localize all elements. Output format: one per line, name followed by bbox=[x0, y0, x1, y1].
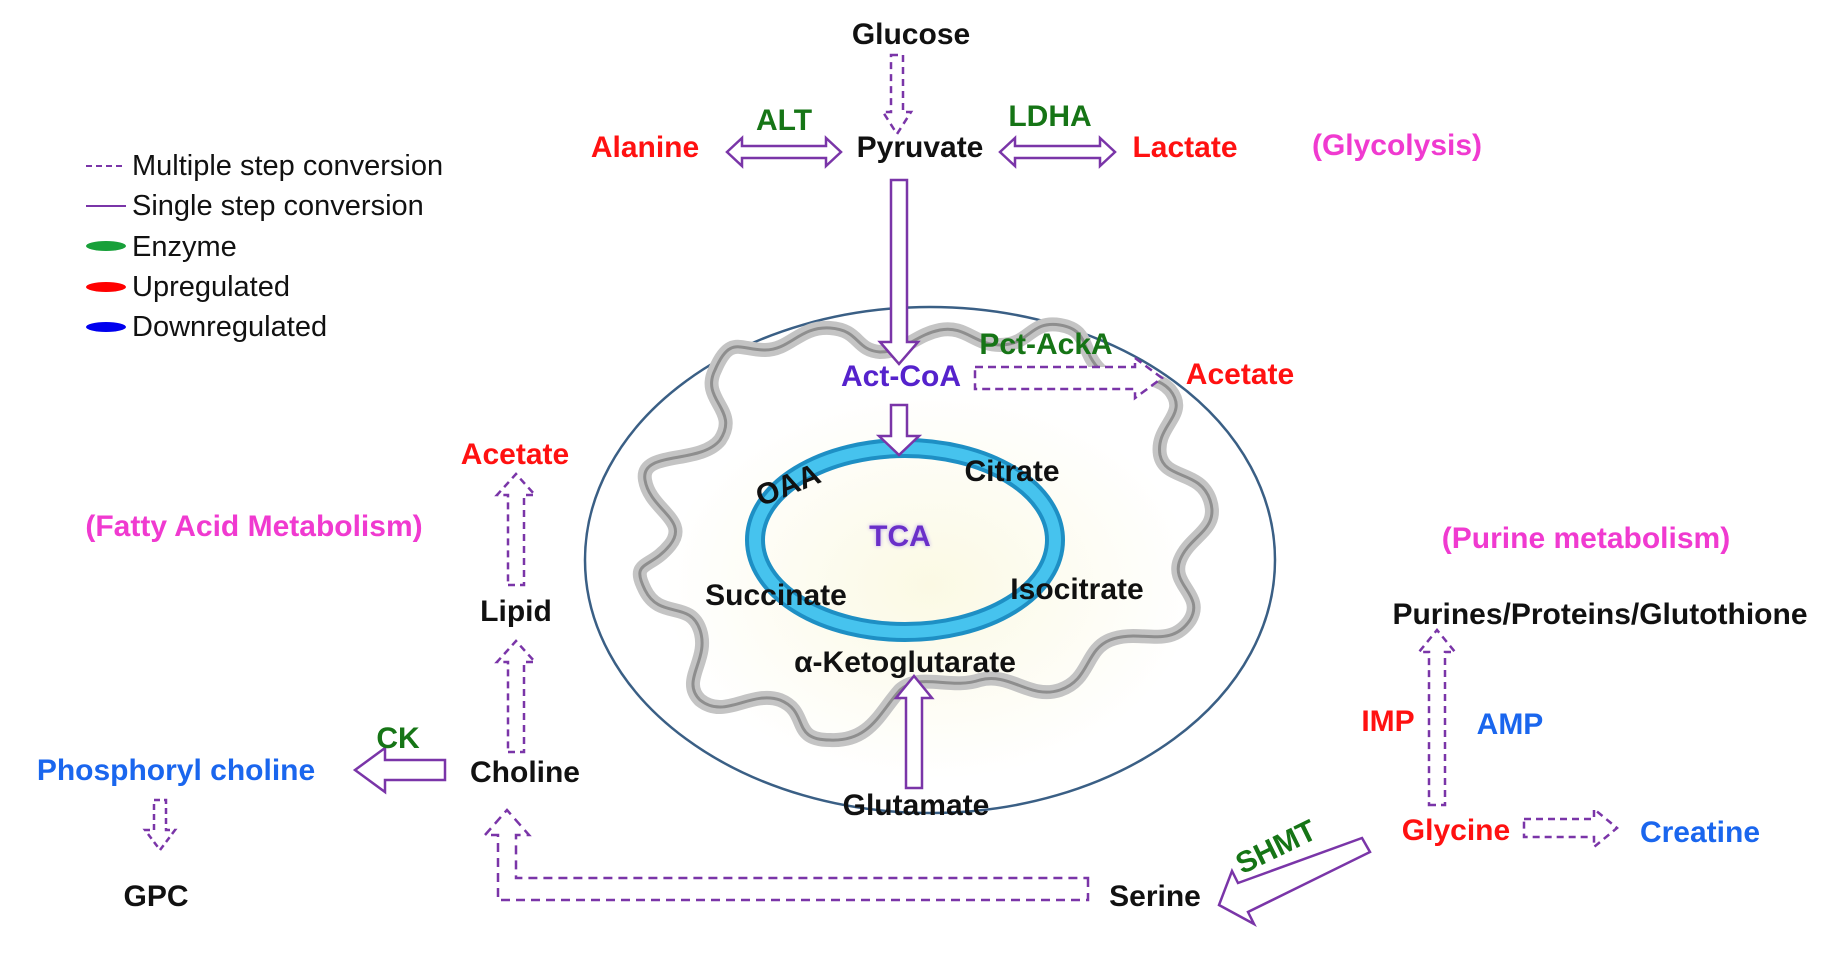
enzyme-alt: ALT bbox=[756, 104, 812, 137]
pathway-glycolysis: (Glycolysis) bbox=[1312, 129, 1482, 162]
arrow-glycine-to-serine bbox=[1217, 836, 1372, 927]
tca-succinate: Succinate bbox=[705, 579, 847, 612]
metabolite-purines: Purines/Proteins/Glutothione bbox=[1392, 598, 1807, 631]
arrow-serine-to-choline bbox=[482, 808, 1090, 902]
tca-citrate: Citrate bbox=[964, 455, 1059, 488]
metabolite-acetate-mito: Acetate bbox=[1186, 358, 1294, 391]
enzyme-pct-acka: Pct-AckA bbox=[979, 328, 1112, 361]
arrow-glucose-to-pyruvate bbox=[880, 53, 914, 137]
legend-label-downregulated: Downregulated bbox=[132, 311, 327, 343]
legend-marker-enzyme bbox=[86, 241, 126, 251]
tca-isocitrate: Isocitrate bbox=[1010, 573, 1143, 606]
metabolite-glycine: Glycine bbox=[1402, 814, 1510, 847]
arrow-glycine-to-purines bbox=[1416, 628, 1458, 807]
metabolite-amp: AMP bbox=[1477, 708, 1544, 741]
legend-label-enzyme: Enzyme bbox=[132, 231, 237, 263]
metabolite-gpc: GPC bbox=[123, 880, 188, 913]
metabolite-glutamate: Glutamate bbox=[843, 789, 990, 822]
legend-label-upregulated: Upregulated bbox=[132, 271, 290, 303]
tca-label: TCA bbox=[869, 520, 931, 553]
legend-label-single-step: Single step conversion bbox=[132, 190, 424, 222]
arrow-alanine-pyruvate bbox=[725, 135, 843, 169]
pathway-arrows bbox=[142, 53, 1619, 927]
metabolite-choline: Choline bbox=[470, 756, 580, 789]
arrow-glutamate-to-akg bbox=[893, 674, 935, 790]
metabolite-pyruvate: Pyruvate bbox=[857, 131, 984, 164]
legend-marker-upregulated bbox=[86, 282, 126, 292]
metabolite-phosphoryl-choline: Phosphoryl choline bbox=[37, 754, 315, 787]
enzyme-ldha: LDHA bbox=[1008, 100, 1091, 133]
metabolite-serine: Serine bbox=[1109, 880, 1201, 913]
legend: Multiple step conversion Single step con… bbox=[86, 150, 443, 343]
arrow-choline-to-lipid bbox=[494, 639, 538, 754]
metabolite-act-coa: Act-CoA bbox=[841, 360, 961, 393]
arrow-phosphorylcholine-to-gpc bbox=[142, 798, 178, 853]
arrow-actcoa-to-tca bbox=[875, 403, 923, 457]
metabolite-creatine: Creatine bbox=[1640, 816, 1760, 849]
pathway-purine: (Purine metabolism) bbox=[1442, 522, 1730, 555]
metabolite-lactate: Lactate bbox=[1132, 131, 1237, 164]
metabolite-acetate-lipid: Acetate bbox=[461, 438, 569, 471]
mitochondrion-membrane bbox=[632, 317, 1219, 748]
metabolite-lipid: Lipid bbox=[480, 595, 552, 628]
pathway-fatty-acid: (Fatty Acid Metabolism) bbox=[85, 510, 422, 543]
metabolite-alanine: Alanine bbox=[591, 131, 699, 164]
arrow-glycine-to-creatine bbox=[1522, 806, 1619, 850]
arrow-actcoa-to-acetate bbox=[973, 355, 1165, 401]
metabolite-glucose: Glucose bbox=[852, 18, 970, 51]
enzyme-ck: CK bbox=[376, 722, 420, 755]
tca-alpha-ketoglutarate: α-Ketoglutarate bbox=[794, 646, 1016, 679]
arrow-pyruvate-to-actcoa bbox=[877, 178, 921, 366]
metabolite-imp: IMP bbox=[1361, 705, 1414, 738]
cell-boundary bbox=[583, 305, 1277, 815]
arrow-choline-to-phosphorylcholine bbox=[352, 745, 447, 795]
legend-label-multiple-step: Multiple step conversion bbox=[132, 150, 443, 182]
legend-marker-downregulated bbox=[86, 322, 126, 332]
arrow-pyruvate-lactate bbox=[998, 135, 1117, 169]
arrow-lipid-to-acetate bbox=[494, 472, 538, 587]
